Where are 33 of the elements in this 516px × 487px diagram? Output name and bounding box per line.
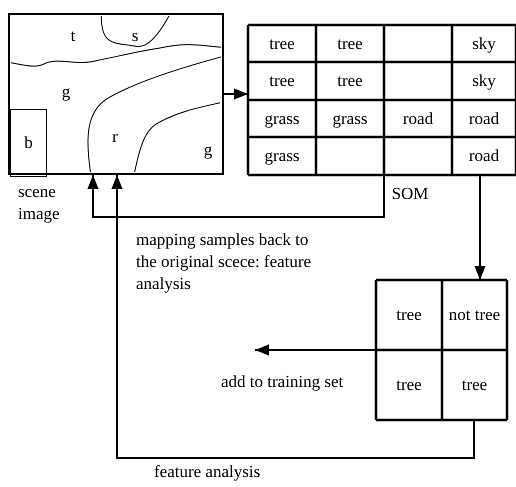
grid-label: sky xyxy=(472,70,496,92)
grid-label: tree xyxy=(337,70,363,92)
grid-label: grass xyxy=(332,108,368,130)
grid-label: not tree xyxy=(448,304,500,326)
region-letter: s xyxy=(132,25,138,47)
grid-label: tree xyxy=(396,374,422,396)
grid-label: tree xyxy=(396,304,422,326)
arrow xyxy=(255,344,376,356)
som-grid xyxy=(248,25,516,175)
arrow xyxy=(87,175,385,218)
grid-label: tree xyxy=(269,70,295,92)
region-letter: t xyxy=(70,25,76,47)
arrow xyxy=(111,175,475,459)
grid-label: tree xyxy=(462,374,488,396)
region-letter: r xyxy=(112,126,118,148)
grid-label: sky xyxy=(472,32,496,54)
region-letter: g xyxy=(204,139,212,161)
grid-label: tree xyxy=(269,32,295,54)
grid-label: grass xyxy=(264,108,300,130)
region-box xyxy=(10,109,47,177)
grid-label: road xyxy=(468,108,500,130)
region-letter: g xyxy=(62,81,70,103)
arrow xyxy=(474,175,486,280)
grid-label: road xyxy=(468,145,500,167)
node-text: b xyxy=(24,132,33,154)
grid-label: grass xyxy=(264,145,300,167)
caption-text: scene image xyxy=(18,181,61,226)
result-grid xyxy=(376,280,507,420)
node-text: add to training set xyxy=(221,370,344,393)
arrow xyxy=(224,88,248,100)
grid-label: tree xyxy=(337,32,363,54)
grid-label: road xyxy=(402,108,434,130)
caption-text: SOM xyxy=(390,183,430,205)
